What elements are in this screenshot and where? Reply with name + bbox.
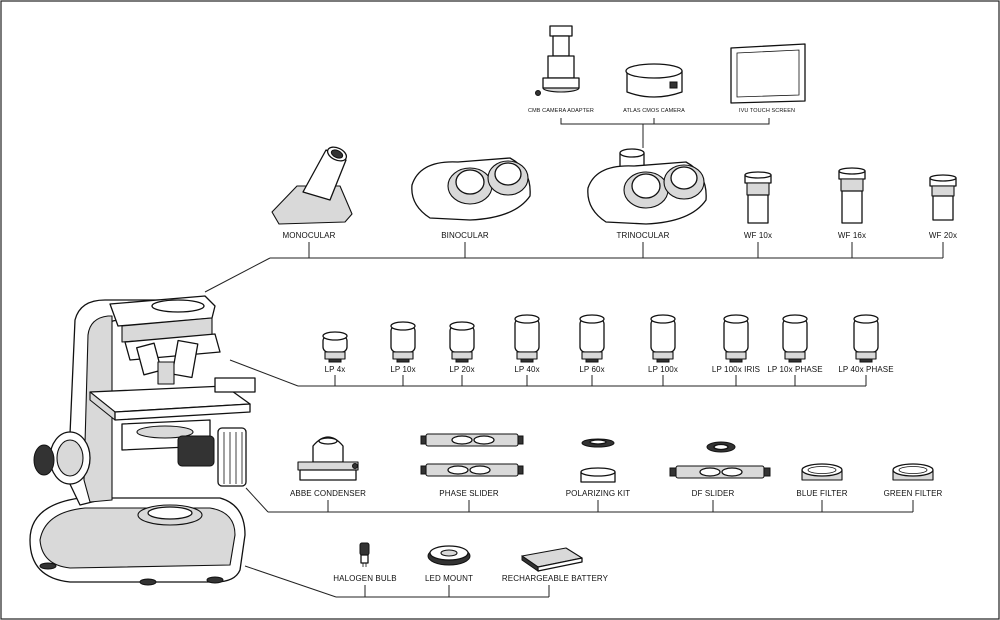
led-mount-label: LED MOUNT [425,574,473,583]
objective-icon [514,314,540,363]
objective-icon [322,331,348,363]
wf10-label: WF 10x [744,231,772,240]
connector-lines [204,118,944,598]
monocular-label: MONOCULAR [283,231,336,240]
phase-slider-icon [420,433,524,477]
objective-icon [782,314,808,363]
objective-lp40-label: LP 40x [514,365,539,374]
green-filter-icon [892,463,934,481]
df-slider-label: DF SLIDER [692,489,735,498]
phase-slider-label: PHASE SLIDER [439,489,499,498]
objective-lp10-phase-label: LP 10x PHASE [767,365,822,374]
touch-screen-label: IVU TOUCH SCREEN [739,108,795,114]
microscope-icon [29,295,256,586]
halogen-bulb-label: HALOGEN BULB [333,574,396,583]
objective-icon [650,314,676,363]
polarizing-kit-label: POLARIZING KIT [566,489,631,498]
trinocular-head-icon [587,148,707,225]
wf16-label: WF 16x [838,231,866,240]
trinocular-label: TRINOCULAR [616,231,669,240]
eyepiece-wf16-icon [838,167,866,224]
objective-icon [853,314,879,363]
df-slider-icon [669,441,771,479]
halogen-bulb-icon [359,542,370,567]
objective-lp100-iris-label: LP 100x IRIS [712,365,760,374]
objective-lp4-label: LP 4x [325,365,346,374]
eyepiece-wf10-icon [744,171,772,224]
cmos-camera-label: ATLAS CMOS CAMERA [623,108,685,114]
eyepiece-wf20-icon [929,174,957,221]
green-filter-label: GREEN FILTER [884,489,943,498]
monocular-head-icon [271,146,353,225]
objective-lp100-label: LP 100x [648,365,678,374]
battery-label: RECHARGEABLE BATTERY [502,574,609,583]
binocular-label: BINOCULAR [441,231,489,240]
objective-icon [723,314,749,363]
camera-adapter-label: CMB CAMERA ADAPTER [528,108,594,114]
abbe-condenser-icon [297,436,359,481]
objective-lp60-label: LP 60x [579,365,604,374]
polarizing-kit-icon [580,438,616,483]
objective-lp10-label: LP 10x [390,365,415,374]
cmos-camera-icon [625,63,683,98]
binocular-head-icon [411,157,531,221]
objective-lp40-phase-label: LP 40x PHASE [838,365,893,374]
objective-icon [390,321,416,363]
objective-icon [579,314,605,363]
objective-lp20-label: LP 20x [449,365,474,374]
wf20-label: WF 20x [929,231,957,240]
touch-screen-icon [730,43,806,104]
blue-filter-icon [801,463,843,481]
camera-adapter-icon [535,25,580,96]
led-mount-icon [427,545,471,566]
objectives-row [322,314,879,363]
battery-icon [521,547,583,572]
abbe-condenser-label: ABBE CONDENSER [290,489,366,498]
blue-filter-label: BLUE FILTER [796,489,847,498]
objective-icon [449,321,475,363]
